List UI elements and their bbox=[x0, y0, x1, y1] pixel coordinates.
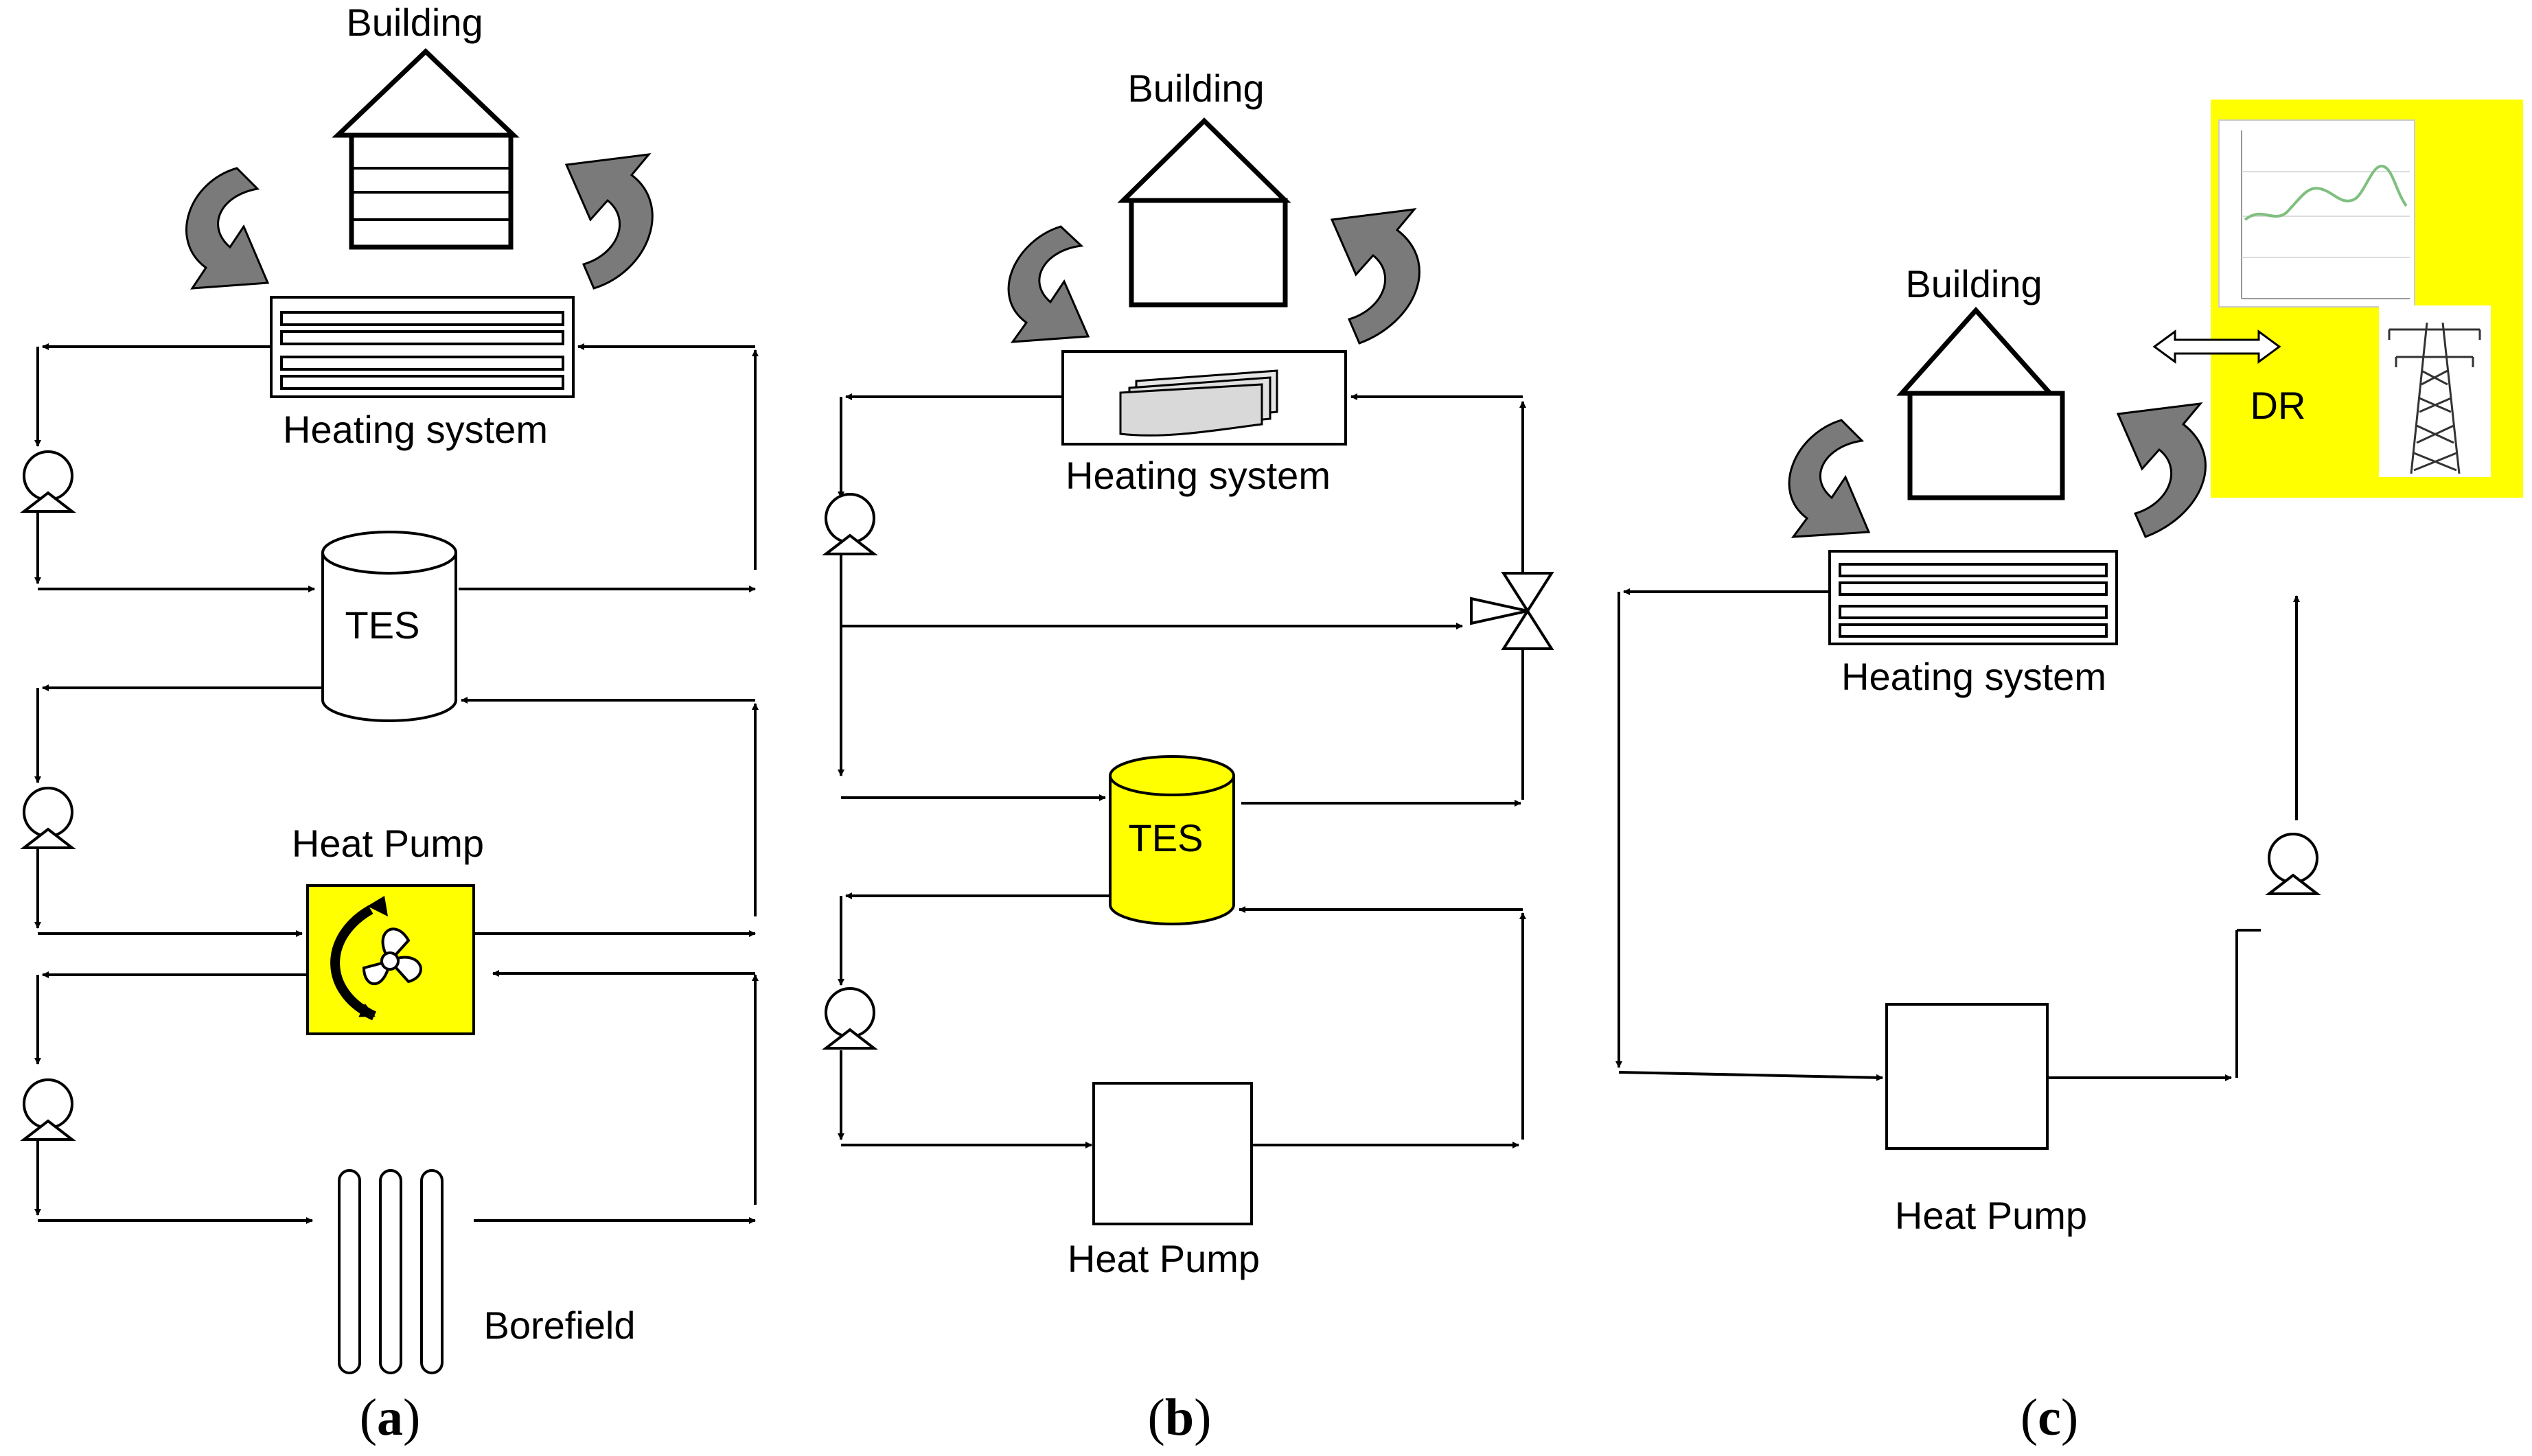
pump-icon bbox=[2265, 833, 2321, 895]
heat-pump-label: Heat Pump bbox=[292, 822, 484, 865]
heat-pump-label: Heat Pump bbox=[1068, 1237, 1260, 1280]
pump-icon bbox=[20, 450, 76, 513]
power-tower-icon bbox=[2379, 305, 2491, 477]
borefield-label: Borefield bbox=[483, 1304, 635, 1347]
heat-pump-label: Heat Pump bbox=[1895, 1194, 2087, 1237]
building-icon bbox=[1896, 306, 2065, 500]
pump-icon bbox=[20, 787, 76, 849]
panel-caption: (c) bbox=[2021, 1389, 2078, 1446]
heat-pump-icon bbox=[306, 884, 475, 1035]
heating-system-label: Heating system bbox=[1841, 655, 2106, 698]
building-label: Building bbox=[1905, 262, 2042, 305]
dr-label: DR bbox=[2251, 384, 2306, 427]
heating-system-label: Heating system bbox=[1066, 454, 1331, 497]
pump-icon bbox=[20, 1078, 76, 1141]
three-way-valve-icon bbox=[1470, 572, 1554, 650]
curved-arrow-icon bbox=[1007, 225, 1090, 343]
building-icon bbox=[1117, 117, 1291, 308]
curved-arrow-icon bbox=[1788, 419, 1871, 538]
heat-pump-box bbox=[1092, 1082, 1253, 1225]
radiator-icon bbox=[270, 296, 575, 398]
curved-arrow-icon bbox=[1330, 208, 1420, 345]
radiator-icon bbox=[1828, 550, 2118, 645]
pump-icon bbox=[822, 987, 878, 1050]
tes-tank-icon bbox=[1109, 755, 1235, 925]
panel-caption: (a) bbox=[360, 1389, 421, 1446]
double-arrow-icon bbox=[2152, 330, 2281, 364]
heat-pump-box bbox=[1885, 1003, 2049, 1150]
panel-c: DR Building Heating system bbox=[1615, 100, 2523, 1446]
borefield-icon bbox=[338, 1169, 444, 1374]
building-label: Building bbox=[1127, 67, 1264, 110]
heating-system-label: Heating system bbox=[283, 408, 548, 451]
tes-tank-icon bbox=[321, 531, 457, 722]
price-chart-icon bbox=[2218, 119, 2415, 308]
curved-arrow-icon bbox=[185, 167, 270, 290]
building-icon bbox=[332, 48, 520, 250]
floor-heating-icon bbox=[1061, 350, 1347, 446]
tes-label: TES bbox=[1129, 816, 1204, 859]
panel-b: Building Heating system bbox=[822, 67, 1554, 1446]
pump-icon bbox=[822, 493, 878, 555]
curved-arrow-icon bbox=[564, 153, 654, 290]
curved-arrow-icon bbox=[2116, 402, 2207, 538]
building-label: Building bbox=[346, 1, 483, 44]
tes-label: TES bbox=[345, 603, 420, 647]
panel-caption: (b) bbox=[1148, 1389, 1212, 1446]
panel-a: Building Heating system bbox=[20, 1, 759, 1446]
